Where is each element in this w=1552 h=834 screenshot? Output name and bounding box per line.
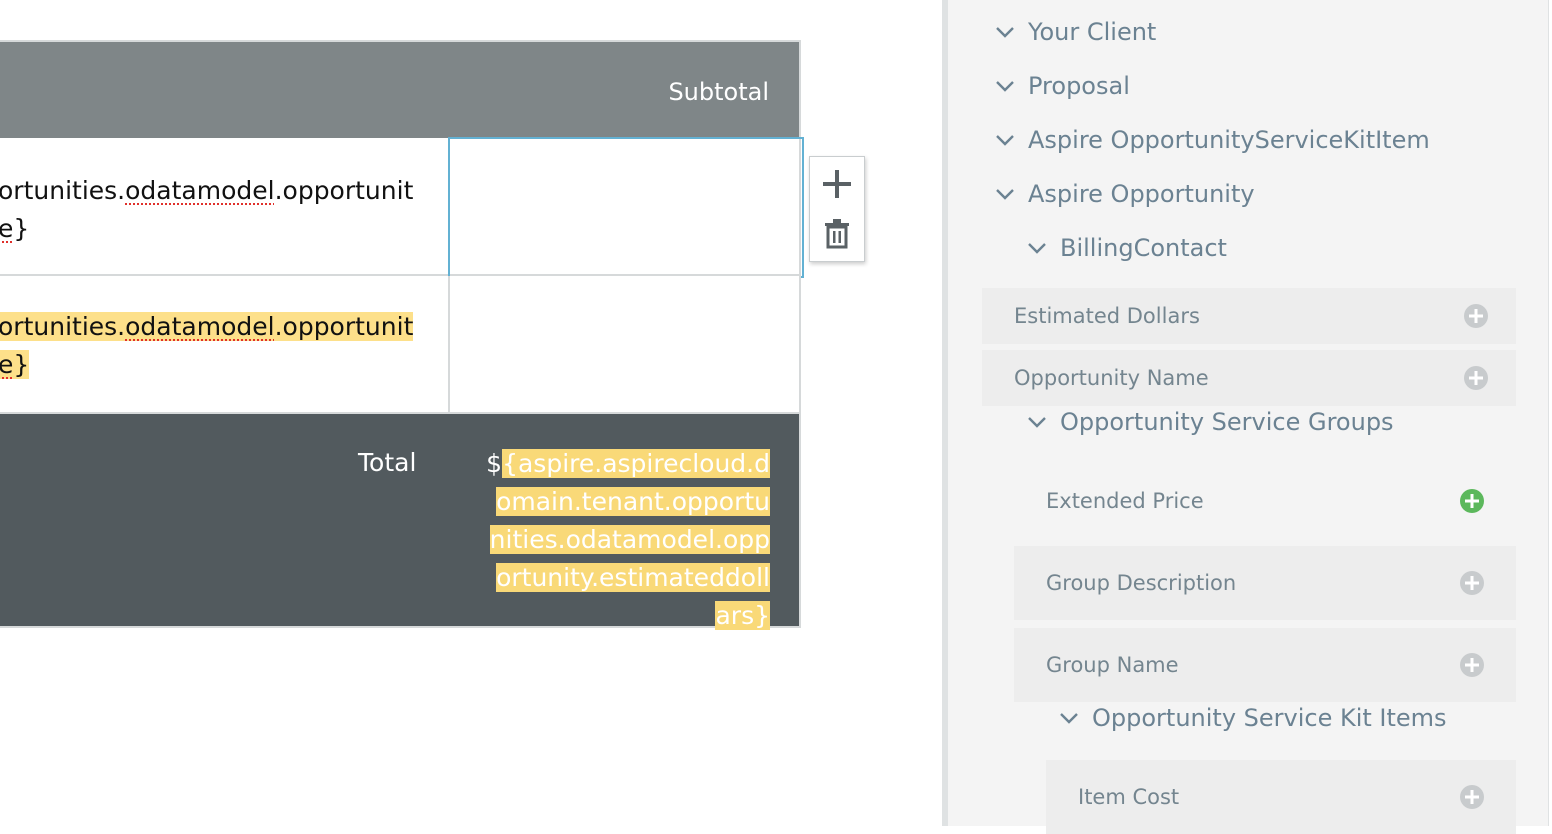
section-label: Proposal: [1028, 72, 1130, 100]
field-extended-price[interactable]: Extended Price: [1014, 464, 1516, 538]
section-service-groups[interactable]: Opportunity Service Groups: [1026, 408, 1394, 436]
section-label: BillingContact: [1060, 234, 1227, 262]
add-field-icon[interactable]: [1464, 366, 1488, 390]
table-cell-name[interactable]: ortunities.odatamodel.opportunit e}: [0, 138, 450, 274]
cell-text[interactable]: ortunities.odatamodel.opportunit e}: [0, 172, 418, 248]
row-toolbar: [809, 156, 865, 262]
panel-scrollbar[interactable]: [1548, 0, 1552, 826]
table-cell-name[interactable]: ortunities.odatamodel.opportunit e}: [0, 276, 450, 412]
field-label: Estimated Dollars: [1014, 304, 1200, 328]
table-row[interactable]: ortunities.odatamodel.opportunit e}: [0, 137, 804, 278]
chevron-down-icon: [1028, 243, 1046, 254]
section-your-client[interactable]: Your Client: [994, 18, 1156, 46]
add-field-icon[interactable]: [1464, 304, 1488, 328]
field-label: Extended Price: [1046, 489, 1204, 513]
pricing-table: Subtotal ortunities.odatamodel.opportuni…: [0, 40, 804, 630]
field-opportunity-name[interactable]: Opportunity Name: [982, 350, 1516, 406]
field-label: Group Name: [1046, 653, 1179, 677]
chevron-down-icon: [996, 135, 1014, 146]
subtotal-cell-selected[interactable]: [448, 137, 804, 278]
total-token: {aspire.aspirecloud.domain.tenant.opport…: [489, 449, 770, 630]
add-row-button[interactable]: [818, 163, 856, 205]
section-label: Your Client: [1028, 18, 1157, 46]
section-service-kit-items[interactable]: Opportunity Service Kit Items: [1058, 704, 1447, 732]
cell-text[interactable]: ortunities.odatamodel.opportunit e}: [0, 308, 418, 384]
field-item-cost[interactable]: Item Cost: [1046, 760, 1516, 834]
total-prefix: $: [486, 449, 503, 478]
table-footer: Total ${aspire.aspirecloud.domain.tenant…: [0, 414, 801, 630]
section-proposal[interactable]: Proposal: [994, 72, 1130, 100]
add-field-icon[interactable]: [1460, 571, 1484, 595]
section-label: Opportunity Service Kit Items: [1092, 704, 1447, 732]
cell-text-segment: ortunities.odatamodel.opportunit: [0, 312, 414, 341]
chevron-down-icon: [996, 81, 1014, 92]
add-field-icon[interactable]: [1460, 785, 1484, 809]
table-header: Subtotal: [0, 40, 801, 138]
trash-icon: [825, 219, 849, 249]
cell-text-segment: e: [0, 214, 14, 243]
token-panel: Your Client Proposal Aspire OpportunityS…: [948, 0, 1550, 834]
chevron-down-icon: [996, 189, 1014, 200]
plus-icon: [823, 170, 851, 198]
cell-text-segment: ortunities.: [0, 176, 126, 205]
field-label: Group Description: [1046, 571, 1237, 595]
field-label: Item Cost: [1078, 785, 1180, 809]
section-label: Aspire Opportunity: [1028, 180, 1255, 208]
cell-text-segment: e}: [0, 350, 30, 379]
add-field-icon[interactable]: [1460, 653, 1484, 677]
section-billing-contact[interactable]: BillingContact: [1026, 234, 1227, 262]
field-label: Opportunity Name: [1014, 366, 1209, 390]
panel-divider[interactable]: [942, 0, 948, 826]
table-row[interactable]: ortunities.odatamodel.opportunit e}: [0, 276, 801, 414]
chevron-down-icon: [996, 27, 1014, 38]
add-field-icon[interactable]: [1460, 489, 1484, 513]
cell-text-segment: }: [13, 214, 30, 243]
section-aspire-service-kit-item[interactable]: Aspire OpportunityServiceKitItem: [994, 126, 1430, 154]
cell-text-segment: odatamodel: [125, 176, 275, 205]
chevron-down-icon: [1060, 713, 1078, 724]
section-label: Opportunity Service Groups: [1060, 408, 1394, 436]
field-group-name[interactable]: Group Name: [1014, 628, 1516, 702]
document-editor: Subtotal ortunities.odatamodel.opportuni…: [0, 40, 865, 630]
chevron-down-icon: [1028, 417, 1046, 428]
section-aspire-opportunity[interactable]: Aspire Opportunity: [994, 180, 1255, 208]
delete-row-button[interactable]: [818, 213, 856, 255]
cell-text-segment: .opportunit: [274, 176, 414, 205]
subtotal-header: Subtotal: [668, 78, 769, 106]
total-label: Total: [358, 448, 417, 477]
total-value[interactable]: ${aspire.aspirecloud.domain.tenant.oppor…: [484, 445, 770, 635]
field-group-description[interactable]: Group Description: [1014, 546, 1516, 620]
field-estimated-dollars[interactable]: Estimated Dollars: [982, 288, 1516, 344]
section-label: Aspire OpportunityServiceKitItem: [1028, 126, 1430, 154]
